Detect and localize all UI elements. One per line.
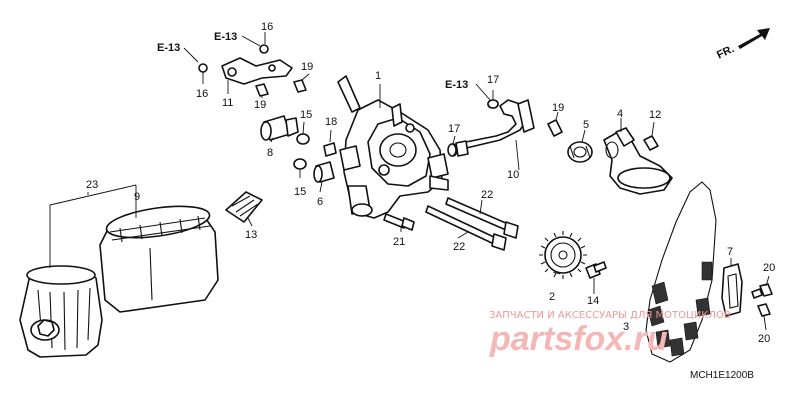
part-number-19-upper: 19 — [301, 61, 313, 73]
watermark-logo: partsfox.ru — [489, 320, 668, 358]
part-number-9: 9 — [134, 191, 140, 203]
section-ref-left: E-13 — [157, 42, 180, 54]
part-number-16-upper: 16 — [261, 21, 273, 33]
leader-lines — [49, 184, 137, 268]
section-ref-right: E-13 — [445, 79, 468, 91]
bracket-washer-16-lower — [198, 63, 208, 73]
part-number-17-upper: 17 — [487, 74, 499, 86]
part-leader-lines — [183, 32, 770, 331]
oil-filter-cartridge — [99, 205, 219, 313]
pipe-bracket — [221, 57, 293, 85]
oil-filter-wrench-cap — [19, 265, 103, 358]
part-number-19-pipe: 19 — [552, 102, 564, 114]
strainer-seal — [567, 141, 593, 163]
part-number-23: 23 — [86, 179, 98, 191]
part-number-17-lower: 17 — [448, 123, 460, 135]
part-number-20-lower: 20 — [758, 333, 770, 345]
part-number-15-upper: 15 — [300, 109, 312, 121]
part-number-21: 21 — [393, 236, 405, 248]
part-number-4: 4 — [617, 108, 623, 120]
drive-chain — [645, 181, 717, 363]
washer-17-upper — [487, 99, 499, 109]
section-ref-top: E-13 — [214, 31, 237, 43]
part-number-14: 14 — [587, 295, 599, 307]
o-ring-15-lower — [293, 158, 307, 170]
watermark-caption: ЗАПЧАСТИ И АКСЕССУАРЫ ДЛЯ МОТОЦИКЛОВ — [489, 310, 731, 321]
chain-guide — [721, 263, 743, 317]
guide-bolt-lower — [757, 303, 771, 317]
part-number-8: 8 — [267, 147, 273, 159]
o-ring-15-upper — [296, 133, 310, 145]
oil-pump-drive-sprocket — [539, 231, 587, 279]
sprocket-bolt — [585, 261, 607, 279]
strainer-bolt — [643, 135, 659, 151]
flange-bolt-pipe — [547, 119, 563, 137]
part-number-3: 3 — [623, 321, 629, 333]
part-number-10: 10 — [507, 169, 519, 181]
oil-pump-assembly — [337, 75, 449, 219]
watermark: ЗАПЧАСТИ И АКСЕССУАРЫ ДЛЯ МОТОЦИКЛОВ par… — [489, 310, 731, 358]
relief-valve — [260, 115, 299, 141]
part-number-22-lower: 22 — [453, 241, 465, 253]
part-number-6: 6 — [317, 196, 323, 208]
part-number-19-lower: 19 — [254, 99, 266, 111]
diagram-code: MCH1E1200B — [690, 370, 754, 381]
section-references: E-13 E-13 E-13 — [157, 31, 468, 91]
washer-17-lower — [447, 143, 457, 157]
bracket-washer-16-upper — [259, 44, 269, 54]
part-number-labels: 1 2 3 4 5 6 7 8 9 10 11 12 13 14 15 15 1… — [86, 21, 775, 345]
part-number-12: 12 — [649, 109, 661, 121]
part-number-5: 5 — [583, 119, 589, 131]
part-number-11: 11 — [222, 97, 233, 109]
dowel-pin-18 — [323, 142, 337, 157]
oil-filter-joint — [225, 191, 263, 223]
collar-6 — [313, 161, 335, 183]
part-number-22-upper: 22 — [481, 189, 493, 201]
front-direction-arrow: FR. — [715, 28, 770, 61]
guide-bolt-upper — [751, 283, 773, 299]
pump-bolt-19 — [293, 79, 307, 93]
part-number-16-lower: 16 — [196, 88, 208, 100]
part-number-1: 1 — [375, 70, 381, 82]
pump-mounting-bolts — [383, 197, 519, 251]
front-indicator-label: FR. — [715, 43, 736, 61]
part-number-15-lower: 15 — [294, 186, 306, 198]
part-number-20-upper: 20 — [763, 262, 775, 274]
part-number-7: 7 — [727, 246, 733, 258]
part-number-18: 18 — [325, 116, 337, 128]
oil-strainer — [603, 127, 673, 195]
part-number-13: 13 — [245, 229, 257, 241]
part-number-2: 2 — [549, 291, 555, 303]
bracket-bolt — [255, 83, 269, 97]
